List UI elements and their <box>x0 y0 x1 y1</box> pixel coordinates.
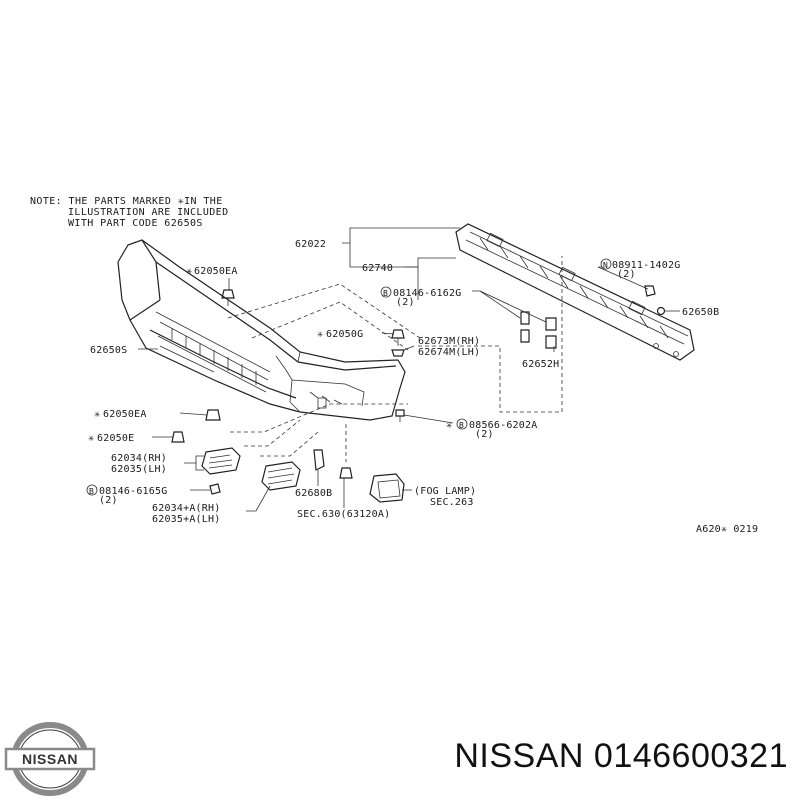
fog-lamp <box>369 473 405 503</box>
label-62050EA-low: 62050EA <box>103 409 147 420</box>
svg-text:N: N <box>603 261 608 270</box>
leader-lines <box>138 227 680 512</box>
label-62035A: 62035+A(LH) <box>152 514 220 525</box>
label-08146-6165G: 08146-6165G <box>99 486 167 497</box>
label-sec630: SEC.630(63120A) <box>297 509 390 520</box>
nut-marker-08911 <box>600 258 612 270</box>
fog-lamp-cover-62034 <box>201 447 241 475</box>
svg-text:✳: ✳ <box>94 409 100 420</box>
bumper-reinforcement-beam <box>455 223 695 361</box>
label-62050E: 62050E <box>97 433 134 444</box>
label-08911-1402G: 08911-1402G <box>612 260 680 271</box>
svg-text:B: B <box>89 487 94 496</box>
note-line-2: ILLUSTRATION ARE INCLUDED <box>68 207 229 218</box>
svg-text:NISSAN: NISSAN <box>22 751 78 767</box>
fog-lamp-cover-62034A <box>261 461 301 491</box>
label-ref-code: A620✳ 0219 <box>696 524 758 535</box>
label-08566-qty: (2) <box>475 429 494 440</box>
label-62650S: 62650S <box>90 345 127 356</box>
label-08146-6162G-qty: (2) <box>396 297 415 308</box>
label-62034: 62034(RH) <box>111 453 167 464</box>
hidden-outline <box>227 256 563 462</box>
svg-text:✳: ✳ <box>446 420 452 431</box>
bolt-marker-08566 <box>456 418 468 430</box>
note-line-1: NOTE: THE PARTS MARKED ✳IN THE <box>30 196 223 207</box>
page-title: NISSAN 0146600321 <box>454 737 788 775</box>
label-62034A: 62034+A(RH) <box>152 503 220 514</box>
bolt-marker-08146-6165G <box>86 484 98 496</box>
label-62674M: 62674M(LH) <box>418 347 480 358</box>
bumper-fascia <box>117 239 406 421</box>
svg-text:B: B <box>383 289 388 298</box>
fastener-clips <box>171 285 666 495</box>
label-62680B: 62680B <box>295 488 332 499</box>
label-08146-6165G-qty: (2) <box>99 495 118 506</box>
label-62050EA-top: 62050EA <box>194 266 238 277</box>
svg-text:B: B <box>459 421 464 430</box>
svg-text:✳: ✳ <box>186 266 192 277</box>
label-62740: 62740 <box>362 263 393 274</box>
label-fog-lamp: (FOG LAMP) <box>414 486 476 497</box>
label-08566-6202A: 08566-6202A <box>469 420 537 431</box>
bolt-marker-08146-6162G <box>380 286 392 298</box>
svg-text:✳: ✳ <box>88 433 94 444</box>
svg-text:✳: ✳ <box>317 329 323 340</box>
label-62652H: 62652H <box>522 359 559 370</box>
note-line-3: WITH PART CODE 62650S <box>68 218 203 229</box>
label-62050G: 62050G <box>326 329 363 340</box>
label-08146-6162G: 08146-6162G <box>393 288 461 299</box>
label-62673M: 62673M(RH) <box>418 336 480 347</box>
label-08911-qty: (2) <box>617 269 636 280</box>
label-62650B: 62650B <box>682 307 719 318</box>
label-62022: 62022 <box>295 239 326 250</box>
label-sec263: SEC.263 <box>430 497 474 508</box>
label-62035: 62035(LH) <box>111 464 167 475</box>
nissan-logo: NISSAN <box>4 722 96 796</box>
